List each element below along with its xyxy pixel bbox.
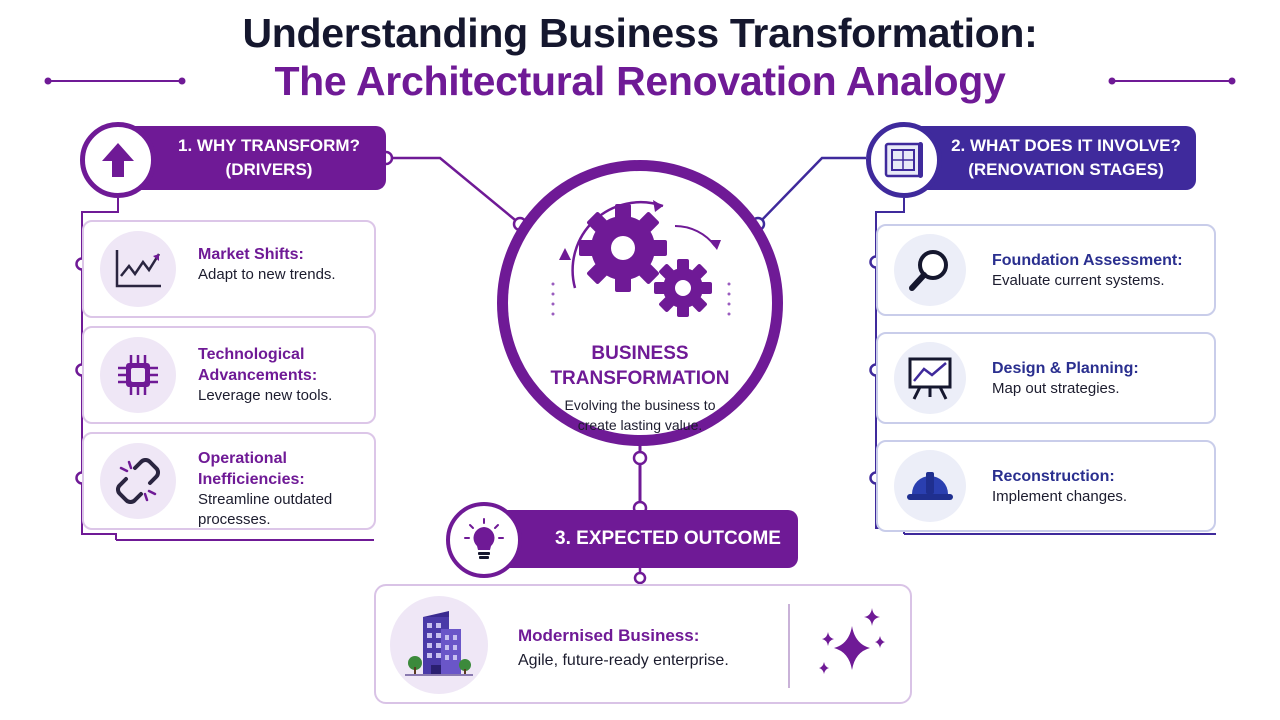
gears-icon xyxy=(551,200,731,317)
stage-card-foundation-assessment: Foundation Assessment: Evaluate current … xyxy=(876,224,1216,316)
driver-card-market-shifts: Market Shifts: Adapt to new trends. xyxy=(82,220,376,318)
driver-title-line1: Operational xyxy=(198,450,287,467)
driver-card-operational-inefficiencies: Operational Inefficiencies: Streamline o… xyxy=(82,432,376,530)
center-title-line2: TRANSFORMATION xyxy=(550,368,730,389)
magnifier-icon xyxy=(894,234,966,306)
stage-text: Implement changes. xyxy=(992,488,1128,505)
chip-icon xyxy=(100,337,176,413)
drivers-header-line2: (DRIVERS) xyxy=(225,160,313,179)
stages-header: 2. WHAT DOES IT INVOLVE? (RENOVATION STA… xyxy=(896,126,1196,190)
hard-hat-icon xyxy=(894,450,966,522)
outcome-text: Agile, future-ready enterprise. xyxy=(518,652,729,669)
drivers-header-line1: 1. WHY TRANSFORM? xyxy=(178,136,360,155)
center-circle: BUSINESS TRANSFORMATION Evolving the bus… xyxy=(497,160,783,446)
driver-text: Leverage new tools. xyxy=(198,387,333,404)
page-title: Understanding Business Transformation: xyxy=(242,10,1038,56)
sparkles-icon xyxy=(819,608,885,674)
outcome-title: Modernised Business: xyxy=(518,626,700,645)
stage-title: Reconstruction: xyxy=(992,468,1115,485)
stages-header-line1: 2. WHAT DOES IT INVOLVE? xyxy=(951,136,1181,155)
easel-plan-icon xyxy=(894,342,966,414)
driver-text-line1: Streamline outdated xyxy=(198,491,333,508)
outcome-card: Modernised Business: Agile, future-ready… xyxy=(374,584,912,704)
center-title-line1: BUSINESS xyxy=(591,343,689,364)
driver-title-line2: Advancements: xyxy=(198,367,318,384)
center-text-line2: create lasting value. xyxy=(577,417,703,433)
center-description: Evolving the business to create lasting … xyxy=(508,395,772,435)
driver-title-line1: Technological xyxy=(198,346,305,363)
broken-link-icon xyxy=(100,443,176,519)
center-title: BUSINESS TRANSFORMATION xyxy=(508,341,772,391)
stages-header-line2: (RENOVATION STAGES) xyxy=(968,160,1164,179)
stage-card-design-planning: Design & Planning: Map out strategies. xyxy=(876,332,1216,424)
drivers-header: 1. WHY TRANSFORM? (DRIVERS) xyxy=(112,126,386,190)
driver-text: Adapt to new trends. xyxy=(198,266,336,283)
outcome-header: 3. EXPECTED OUTCOME xyxy=(468,510,798,568)
driver-card-tech-advancements: Technological Advancements: Leverage new… xyxy=(82,326,376,424)
driver-text-line2: processes. xyxy=(198,511,271,528)
page-subtitle: The Architectural Renovation Analogy xyxy=(274,58,1006,104)
center-text-line1: Evolving the business to xyxy=(564,397,716,413)
stage-text: Evaluate current systems. xyxy=(992,272,1165,289)
building-icon xyxy=(390,596,488,694)
lightbulb-icon xyxy=(446,502,522,578)
stage-card-reconstruction: Reconstruction: Implement changes. xyxy=(876,440,1216,532)
stage-title: Foundation Assessment: xyxy=(992,252,1183,269)
stage-title: Design & Planning: xyxy=(992,360,1139,377)
driver-title-line2: Inefficiencies: xyxy=(198,471,305,488)
stage-text: Map out strategies. xyxy=(992,380,1120,397)
outcome-divider xyxy=(788,604,790,688)
arrow-up-icon xyxy=(80,122,156,198)
trend-chart-icon xyxy=(100,231,176,307)
driver-title: Market Shifts: xyxy=(198,246,304,263)
blueprint-icon xyxy=(866,122,942,198)
